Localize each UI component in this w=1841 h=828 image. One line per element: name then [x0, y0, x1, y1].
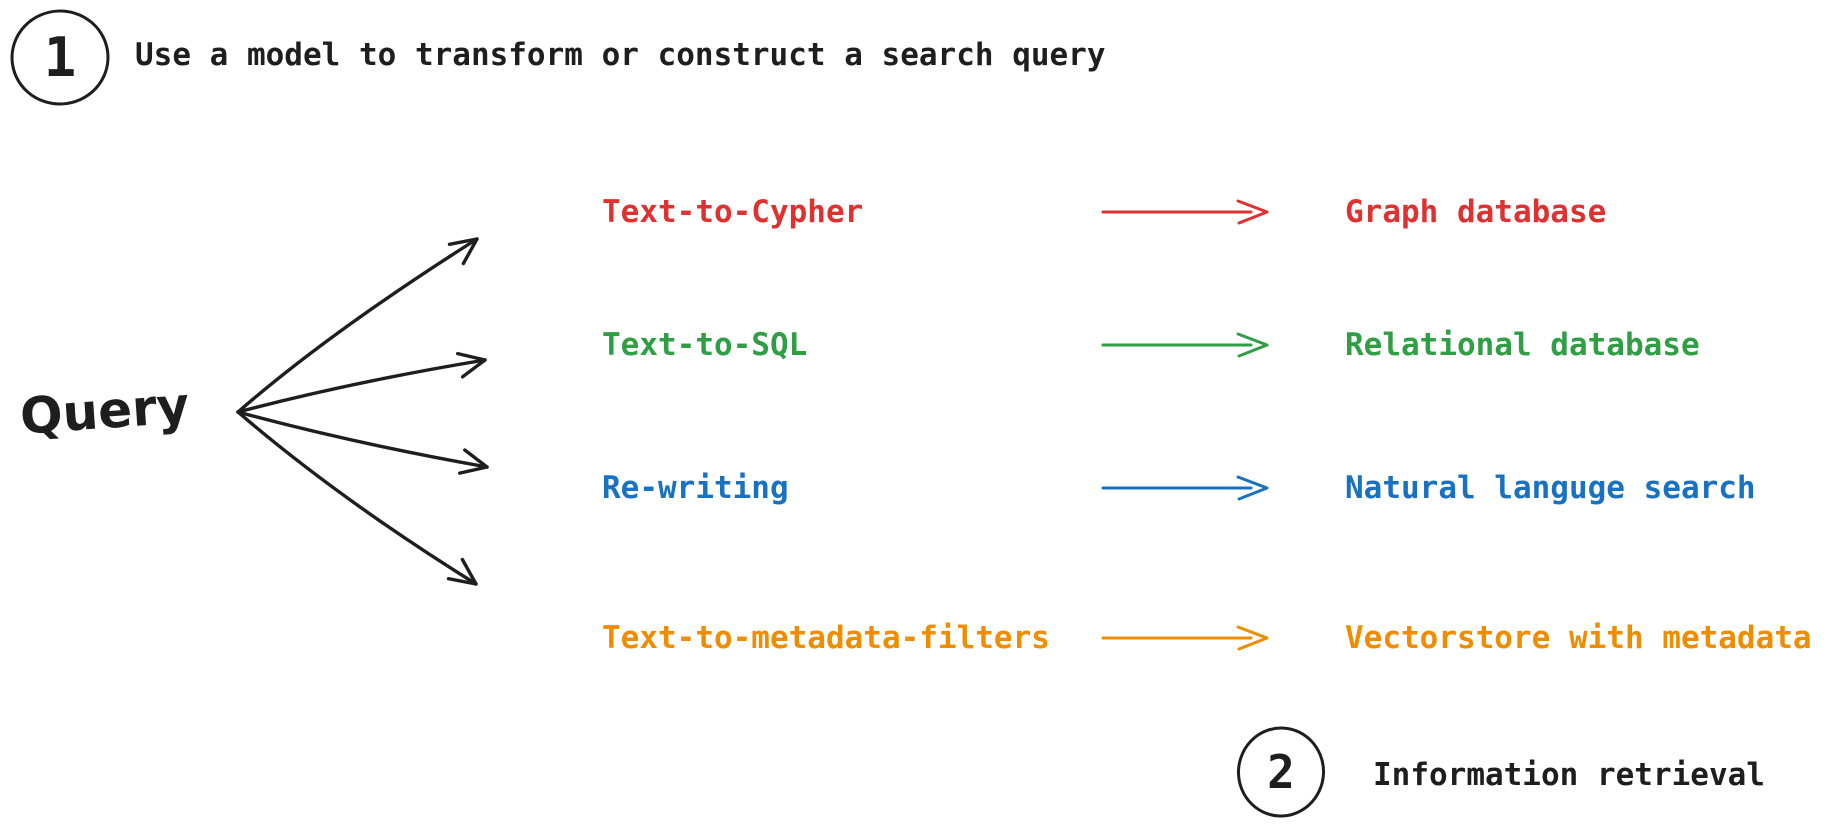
technique-re-writing: Re-writing: [602, 470, 789, 506]
arrow-text-to-metadata-filters-icon: [1101, 625, 1269, 651]
query-node-label: Query: [18, 376, 192, 446]
step-1-label: Use a model to transform or construct a …: [135, 37, 1106, 73]
step-2-circle-icon: [1236, 726, 1326, 818]
target-natural-language-search: Natural languge search: [1345, 470, 1756, 506]
step-1-badge: 1: [9, 8, 111, 107]
step-2-label: Information retrieval: [1373, 757, 1765, 793]
technique-text-to-sql: Text-to-SQL: [602, 327, 808, 363]
step-2-number: 2: [1267, 745, 1295, 799]
technique-text-to-metadata-filters: Text-to-metadata-filters: [602, 620, 1050, 656]
target-vectorstore-with-metadata: Vectorstore with metadata: [1345, 620, 1812, 656]
step-2-badge: 2: [1236, 726, 1326, 818]
arrow-re-writing-icon: [1101, 475, 1269, 501]
step-1-number: 1: [43, 25, 77, 89]
step-1-circle-icon: [10, 9, 110, 106]
target-relational-database: Relational database: [1345, 327, 1700, 363]
target-graph-database: Graph database: [1345, 194, 1607, 230]
arrow-text-to-sql-icon: [1101, 332, 1269, 358]
arrow-text-to-cypher-icon: [1101, 199, 1269, 225]
technique-text-to-cypher: Text-to-Cypher: [602, 194, 864, 230]
